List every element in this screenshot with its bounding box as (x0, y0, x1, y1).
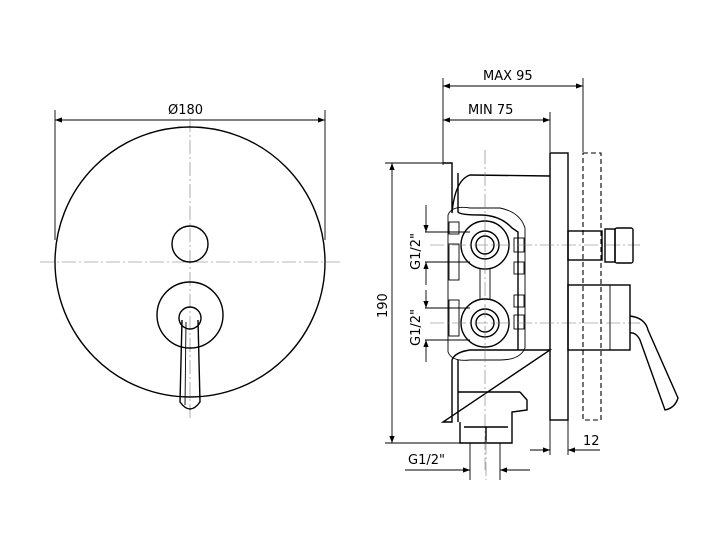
valve-body (440, 162, 553, 423)
handle-body (567, 284, 631, 351)
min-depth-label: MIN 75 (468, 103, 513, 118)
cover-plate-min (549, 152, 569, 421)
diverter-knob-side (614, 227, 634, 264)
handle-rosette (156, 281, 224, 349)
diameter-label: Ø180 (168, 103, 203, 118)
upper-port-label: G1/2" (409, 233, 424, 270)
bottom-port-label: G1/2" (408, 453, 445, 468)
front-view: Ø180 (40, 103, 340, 420)
lever-side (629, 315, 679, 411)
diverter-spindle (567, 230, 603, 261)
max-depth-label: MAX 95 (483, 69, 533, 84)
cover-plate (54, 126, 326, 398)
bottom-fitting (459, 391, 528, 444)
cover-plate-max (582, 152, 602, 421)
lower-port-label: G1/2" (409, 309, 424, 346)
plate-thickness-label: 12 (583, 434, 600, 449)
side-view: MAX 95 MIN 75 190 G1/2" (376, 69, 679, 480)
diverter-knob (171, 225, 209, 263)
height-label: 190 (376, 293, 391, 318)
lever-handle (179, 319, 201, 410)
